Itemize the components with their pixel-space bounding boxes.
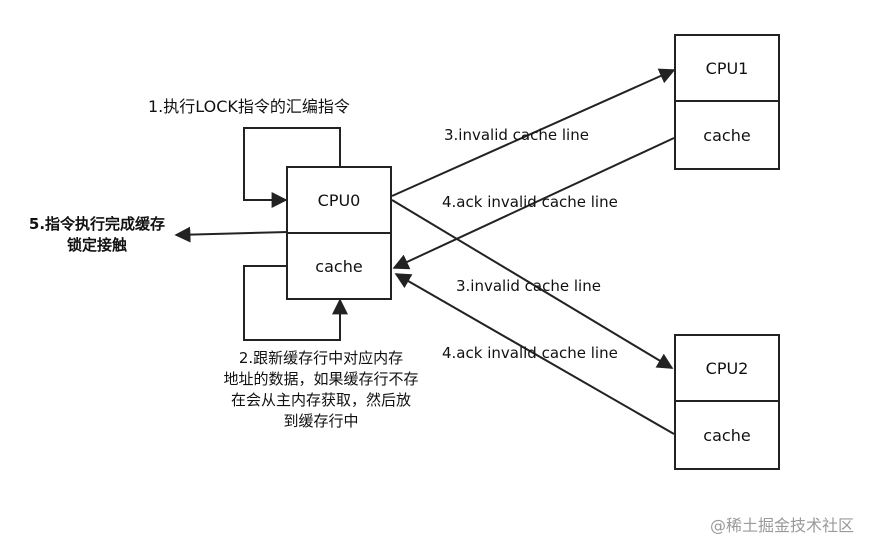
label-step3-cpu2: 3.invalid cache line: [456, 277, 601, 295]
cpu2-cache-box: cache: [674, 400, 780, 470]
label-step4-cpu1: 4.ack invalid cache line: [442, 193, 618, 211]
cpu0-cache-label: cache: [315, 256, 363, 276]
cpu0-box: CPU0: [286, 166, 392, 234]
cpu1-box: CPU1: [674, 34, 780, 102]
label-step3-cpu1: 3.invalid cache line: [444, 126, 589, 144]
cpu2-label: CPU2: [705, 358, 749, 378]
arrow-step5: [174, 226, 289, 243]
cpu1-cache-box: cache: [674, 100, 780, 170]
watermark-text: @稀土掘金技术社区: [710, 516, 855, 535]
arrow-invalid-cpu1: [391, 68, 676, 197]
loop-arrow-step2: [243, 265, 348, 341]
label-step1: 1.执行LOCK指令的汇编指令: [148, 97, 350, 116]
label-step5: 5.指令执行完成缓存 锁定接触: [28, 215, 166, 254]
cpu2-cache-label: cache: [703, 425, 751, 445]
arrow-ack-cpu2: [394, 273, 675, 435]
loop-arrow-step1: [243, 127, 341, 208]
label-step4-cpu2: 4.ack invalid cache line: [442, 344, 618, 362]
arrow-ack-cpu1: [392, 137, 675, 270]
cpu0-label: CPU0: [317, 190, 361, 210]
label-step2: 2.跟新缓存行中对应内存 地址的数据，如果缓存行不存 在会从主内存获取，然后放 …: [223, 349, 419, 430]
cpu2-box: CPU2: [674, 334, 780, 402]
cpu0-cache-box: cache: [286, 232, 392, 300]
cpu1-label: CPU1: [705, 58, 749, 78]
arrow-invalid-cpu2: [391, 199, 674, 369]
cpu1-cache-label: cache: [703, 125, 751, 145]
